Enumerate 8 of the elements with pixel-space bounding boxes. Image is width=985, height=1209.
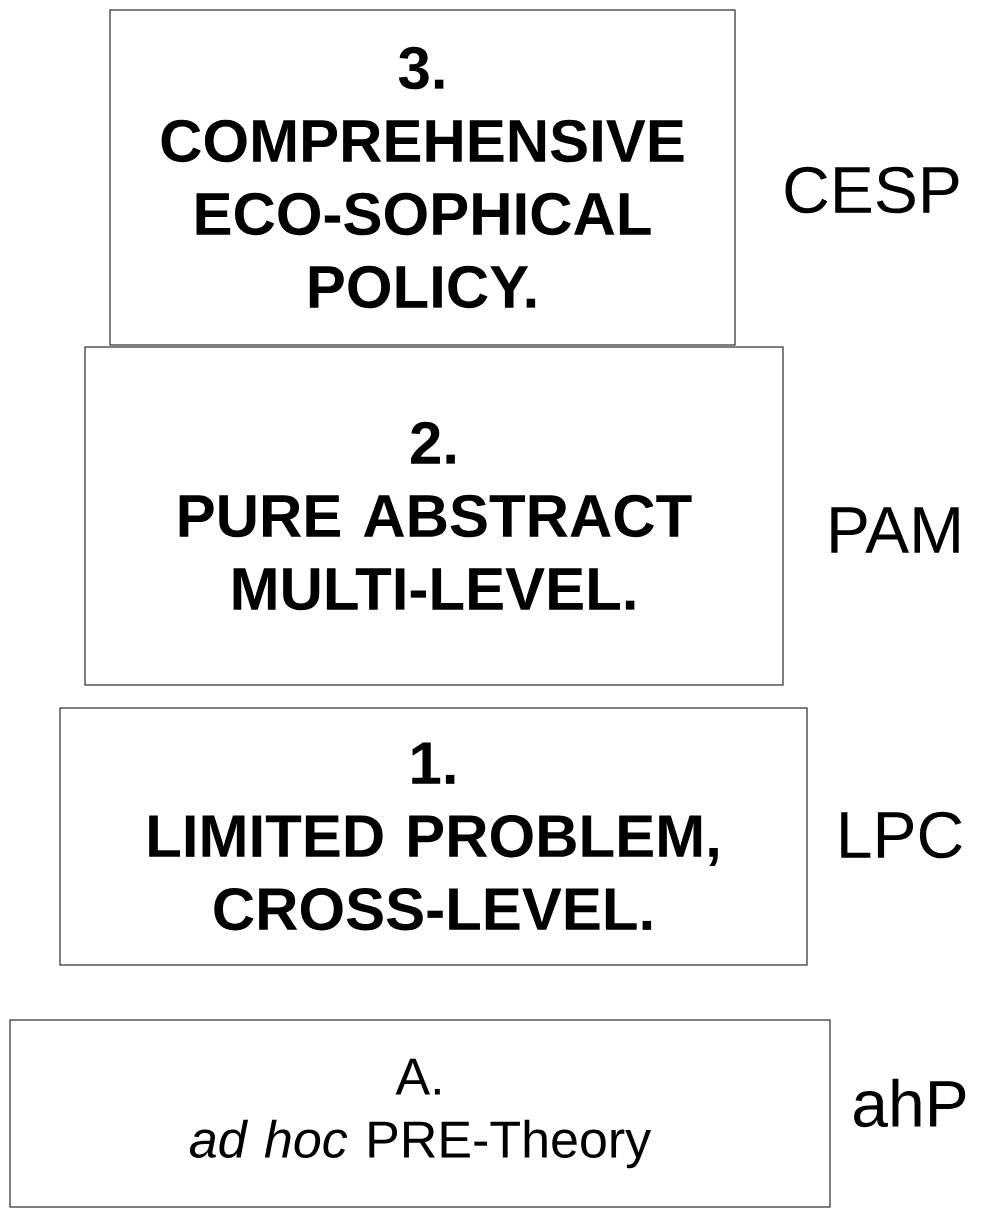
level-box: 3. COMPREHENSIVE ECO-SOPHICAL POLICY. [109, 9, 736, 346]
abbreviation-label: PAM [831, 507, 959, 553]
level-box: 2. PURE ABSTRACT MULTI-LEVEL. [84, 346, 784, 686]
level-box: 1. LIMITED PROBLEM, CROSS-LEVEL. [59, 707, 808, 966]
level-box: A. ad hoc PRE-Theory [9, 1019, 831, 1208]
abbreviation-label: LPC [841, 811, 962, 859]
abbreviation-label: CESP [785, 166, 959, 214]
abbreviation-label: ahP [854, 1078, 966, 1128]
